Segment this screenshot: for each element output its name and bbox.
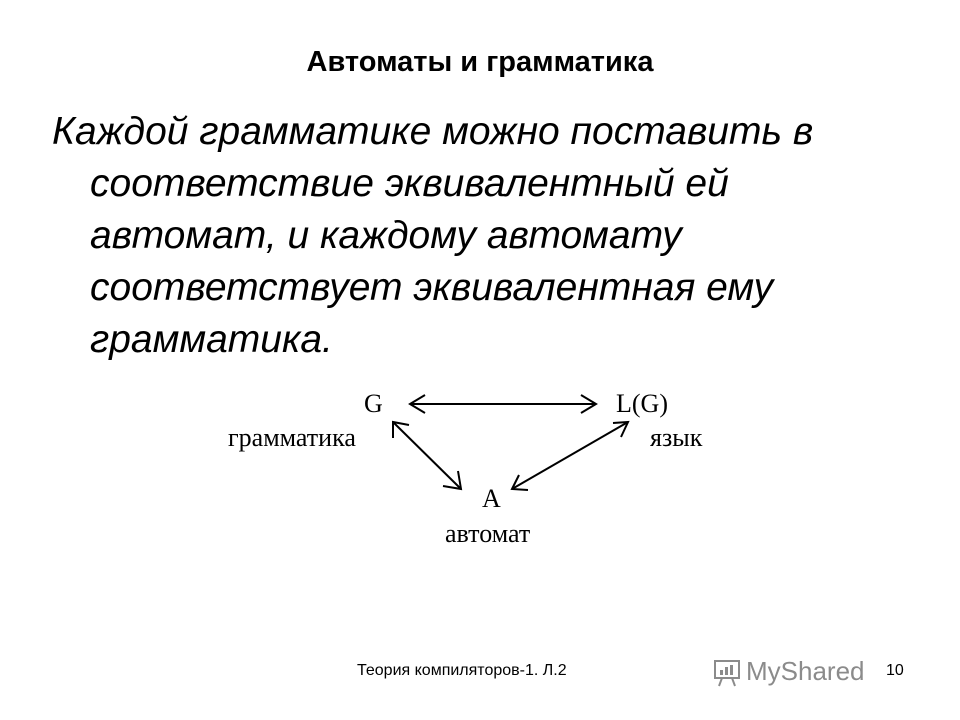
footer-text: Теория компиляторов-1. Л.2 [357,662,567,679]
edge-language-automaton-arrow [510,420,630,491]
page-number: 10 [886,662,904,679]
node-automaton-caption: автомат [445,519,530,548]
slide-body: Каждой грамматике можно поставить в соот… [52,106,932,366]
watermark-logo: MyShared [712,656,865,687]
slide-title: Автоматы и грамматика [306,46,654,78]
node-automaton-symbol: A [482,484,501,513]
presentation-board-icon [714,659,740,686]
node-language-symbol: L(G) [616,389,668,418]
body-line: автомат, и каждому автомату [90,214,682,257]
edge-grammar-language-arrow [408,394,598,414]
node-language-caption: язык [650,423,703,452]
body-line: соответствие эквивалентный ей [90,162,729,205]
watermark-text: MyShared [746,656,865,686]
body-line: Каждой грамматике можно поставить в [52,110,814,153]
body-line: соответствует эквивалентная ему [90,266,774,309]
body-line: грамматика. [90,318,333,361]
node-grammar-caption: грамматика [228,423,356,452]
edge-grammar-automaton-arrow [392,420,463,491]
node-grammar-symbol: G [364,389,383,418]
